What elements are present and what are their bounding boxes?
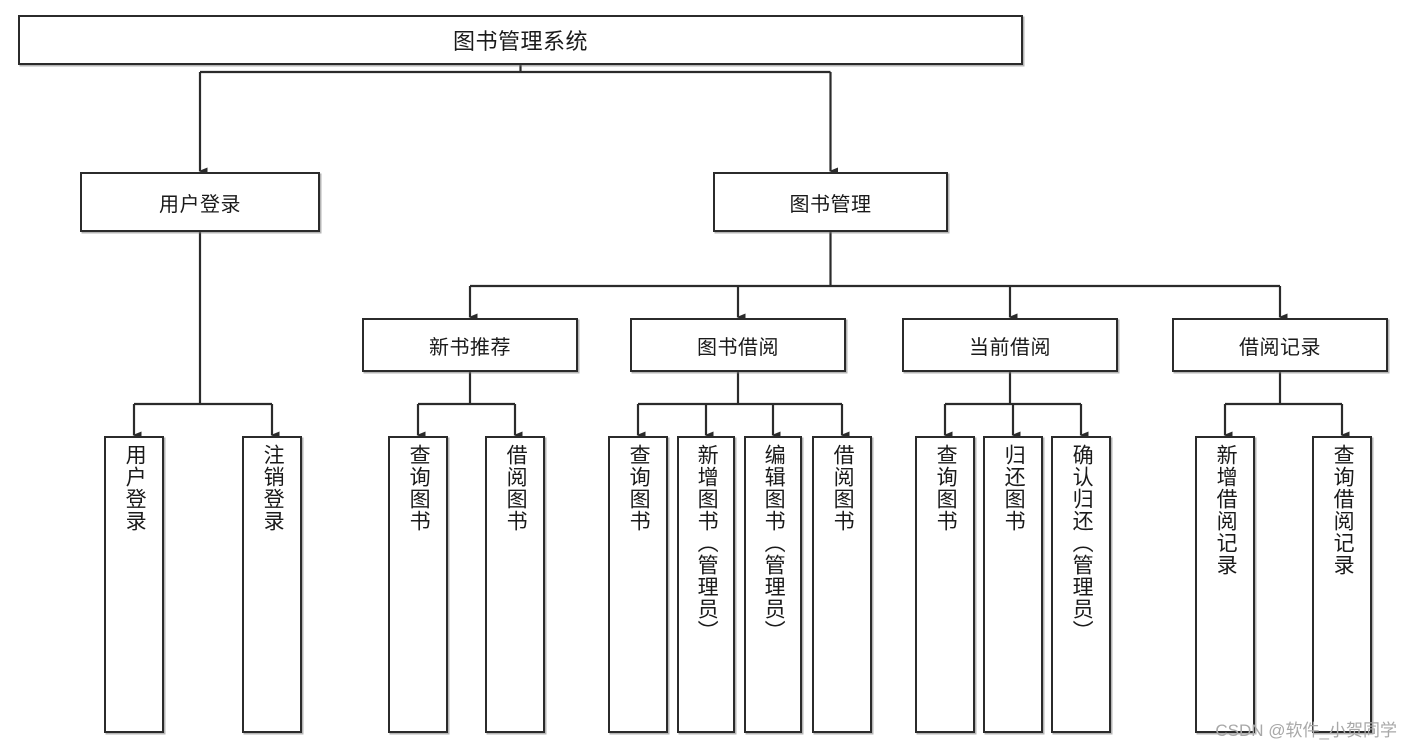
node-label-leaf-query-book-2: 查询图书 [627,444,651,532]
node-label-leaf-query-book-3: 查询图书 [934,444,958,532]
leaf-node-leaf-query-book-1[interactable]: 查询图书 [388,436,448,733]
level1-node-user-login[interactable]: 用户登录 [80,172,320,232]
node-label-root: 图书管理系统 [452,29,588,54]
leaf-node-leaf-confirm-return-admin[interactable]: 确认归还（管理员） [1051,436,1111,733]
node-label-leaf-borrow-book-2: 借阅图书 [831,444,855,532]
node-label-book-borrow: 图书借阅 [697,336,779,359]
level2-node-book-borrow[interactable]: 图书借阅 [630,318,846,372]
node-label-leaf-edit-book-admin: 编辑图书（管理员） [762,444,786,642]
node-label-leaf-query-book-1: 查询图书 [407,444,431,532]
level1-node-book-manage[interactable]: 图书管理 [713,172,948,232]
level2-node-borrow-record[interactable]: 借阅记录 [1172,318,1388,372]
node-label-leaf-add-borrow-record: 新增借阅记录 [1214,444,1238,576]
node-label-leaf-return-book: 归还图书 [1002,444,1026,532]
root-node-root[interactable]: 图书管理系统 [18,15,1023,65]
node-label-new-book-recommend: 新书推荐 [429,336,511,359]
node-label-current-borrow: 当前借阅 [969,336,1051,359]
level2-node-new-book-recommend[interactable]: 新书推荐 [362,318,578,372]
node-label-user-login: 用户登录 [159,193,241,216]
node-label-leaf-add-book-admin: 新增图书（管理员） [695,444,719,642]
leaf-node-leaf-query-borrow-record[interactable]: 查询借阅记录 [1312,436,1372,733]
leaf-node-leaf-borrow-book-1[interactable]: 借阅图书 [485,436,545,733]
leaf-node-leaf-return-book[interactable]: 归还图书 [983,436,1043,733]
level2-node-current-borrow[interactable]: 当前借阅 [902,318,1118,372]
leaf-node-leaf-query-book-3[interactable]: 查询图书 [915,436,975,733]
leaf-node-leaf-edit-book-admin[interactable]: 编辑图书（管理员） [744,436,802,733]
leaf-node-leaf-add-book-admin[interactable]: 新增图书（管理员） [677,436,735,733]
csdn-watermark: CSDN @软件_小贺同学 [1215,721,1397,740]
node-label-leaf-confirm-return-admin: 确认归还（管理员） [1070,444,1094,642]
node-label-leaf-user-logout: 注销登录 [261,444,285,532]
node-label-leaf-user-login: 用户登录 [123,444,147,532]
leaf-node-leaf-query-book-2[interactable]: 查询图书 [608,436,668,733]
leaf-node-leaf-add-borrow-record[interactable]: 新增借阅记录 [1195,436,1255,733]
node-label-leaf-borrow-book-1: 借阅图书 [504,444,528,532]
leaf-node-leaf-borrow-book-2[interactable]: 借阅图书 [812,436,872,733]
node-label-leaf-query-borrow-record: 查询借阅记录 [1331,444,1355,576]
leaf-node-leaf-user-login[interactable]: 用户登录 [104,436,164,733]
leaf-node-leaf-user-logout[interactable]: 注销登录 [242,436,302,733]
node-label-book-manage: 图书管理 [789,193,872,216]
node-label-borrow-record: 借阅记录 [1239,336,1321,359]
